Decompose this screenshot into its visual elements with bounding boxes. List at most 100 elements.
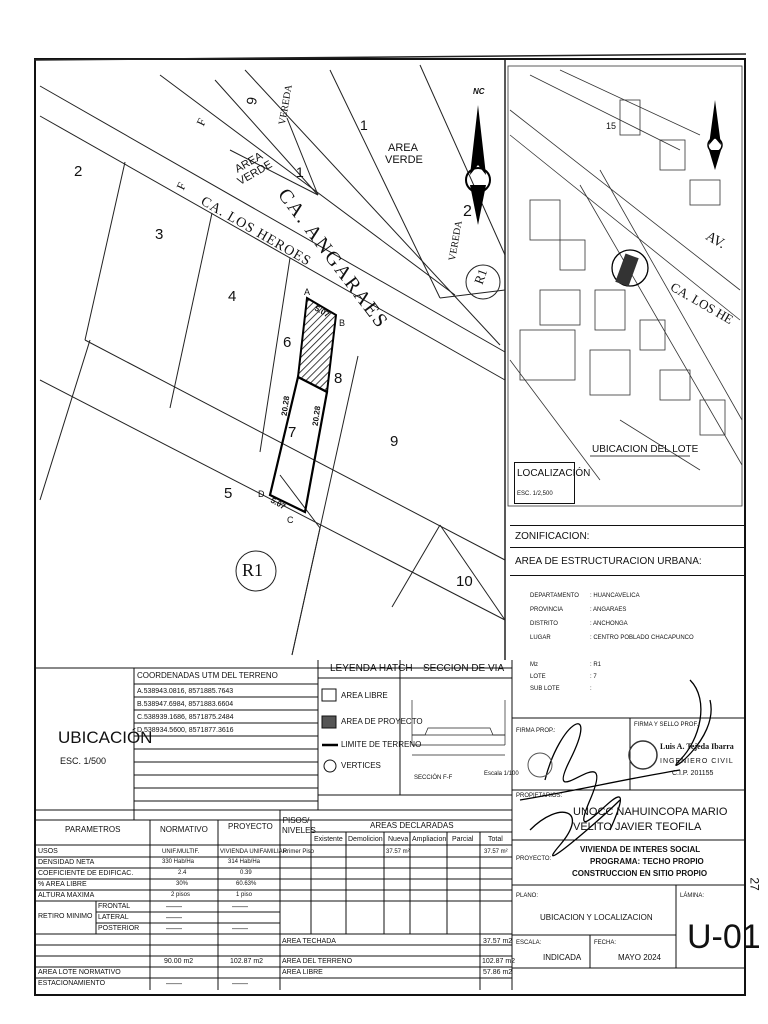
vertex-d: D	[258, 489, 265, 499]
retiro-label: RETIRO MINIMO	[38, 913, 93, 920]
param-norm: 30%	[176, 881, 189, 887]
sublote-label: SUB LOTE	[530, 686, 560, 692]
param-norm: UNIF.MULTIF.	[162, 849, 200, 855]
ubicacion-title: UBICACIÓN	[58, 728, 153, 747]
param-name: COEFICIENTE DE EDIFICAC.	[38, 870, 134, 877]
h-proyecto: PROYECTO	[228, 822, 273, 831]
param-proy: 60.63%	[236, 881, 257, 887]
param-proy: 314 Hab/Ha	[228, 859, 261, 865]
section-scale: Escala 1/100	[484, 771, 519, 777]
zoning-field-value: : HUANCAVELICA	[590, 593, 640, 599]
zoning-field-label: DISTRITO	[530, 621, 558, 627]
coords-title: COORDENADAS UTM DEL TERRENO	[137, 671, 278, 680]
area-libre-label: AREA LIBRE	[282, 969, 323, 976]
h-nueva: Nueva	[388, 836, 409, 843]
lamina-label: LÁMINA:	[680, 893, 705, 899]
legend-item: LIMITE DE TERRENO	[341, 740, 422, 749]
param-name: % AREA LIBRE	[38, 881, 87, 888]
area-terreno-value: 102.87 m2	[482, 958, 516, 965]
area-lote-label: AREA LOTE NORMATIVO	[38, 969, 121, 976]
coord-row: A.538943.0816, 8571885.7643	[137, 688, 234, 695]
vertex-c: C	[287, 515, 294, 525]
h-areas: AREAS DECLARADAS	[370, 821, 454, 830]
owner-name: UNOCC NAHUINCOPA MARIO	[573, 806, 728, 818]
rule	[510, 547, 744, 548]
area-techada-label: AREA TECHADA	[282, 938, 336, 945]
nueva-value: 37.57 m²	[386, 849, 410, 855]
dash-mark: ——	[166, 902, 182, 911]
lamina-value: U-01	[687, 918, 761, 956]
dash-mark: ——	[232, 979, 248, 988]
zone-r1-tag: R1	[242, 560, 264, 580]
retiro-posterior: POSTERIOR	[98, 925, 140, 932]
rule	[510, 575, 744, 576]
escala-value: INDICADA	[543, 953, 582, 962]
lot-number: 2	[74, 163, 83, 180]
localization-title-box: LOCALIZACIÓN ESC. 1/2,500	[514, 462, 590, 504]
project-line: PROGRAMA: TECHO PROPIO	[590, 857, 704, 866]
param-proy: 1 piso	[236, 892, 253, 898]
piso-label: Primer Piso	[283, 849, 315, 855]
lot-number: 8	[334, 370, 343, 387]
lot-number: 1	[360, 117, 368, 133]
param-name: ALTURA MAXIMA	[38, 892, 95, 899]
dash-mark: ——	[166, 913, 182, 922]
lot-number: 2	[463, 203, 472, 220]
lot-number: 7	[288, 424, 297, 441]
plano-label: PLANO:	[516, 893, 539, 899]
legend-item: AREA DE PROYECTO	[341, 717, 423, 726]
legend-item: AREA LIBRE	[341, 691, 388, 700]
dash-mark: ——	[232, 902, 248, 911]
rule	[510, 525, 744, 526]
zonificacion-label: ZONIFICACION:	[515, 531, 590, 542]
fecha-value: MAYO 2024	[618, 953, 661, 962]
param-norm: 2 pisos	[171, 892, 191, 898]
north-label: NC	[473, 87, 485, 96]
fecha-label: FECHA:	[594, 940, 617, 946]
area-lote-proy: 102.87 m2	[230, 958, 264, 965]
zoning-field-value: : CENTRO POBLADO CHACAPUNCO	[590, 635, 694, 641]
vertex-a: A	[304, 287, 311, 297]
lote-value: : 7	[590, 674, 597, 680]
estacionamiento-label: ESTACIONAMIENTO	[38, 980, 106, 987]
propietarios-label: PROPIETARIOS:	[516, 793, 563, 799]
zoning-field-label: PROVINCIA	[530, 607, 564, 613]
param-norm: 330 Hab/Ha	[162, 859, 195, 865]
h-parametros: PARAMETROS	[65, 825, 121, 834]
vertex-b: B	[339, 318, 346, 328]
area-libre-value: 57.86 m2	[483, 969, 513, 976]
param-proy: 0.39	[240, 870, 252, 876]
zoning-field-value: : ANCHONGA	[590, 621, 628, 627]
zoning-field-label: LUGAR	[530, 635, 551, 641]
firma-sello-label: FIRMA Y SELLO PROF.:	[634, 722, 700, 728]
engineer-name: Luis A. Tejeda Ibarra	[660, 742, 734, 751]
coord-row: B.538947.6984, 8571883.6604	[137, 701, 234, 708]
section-caption: SECCIÓN F-F	[414, 775, 453, 781]
param-name: USOS	[38, 848, 58, 855]
dash-mark: ——	[166, 979, 182, 988]
legend-item: VERTICES	[341, 761, 381, 770]
param-norm: 2.4	[178, 870, 187, 876]
escala-label: ESCALA:	[516, 940, 542, 946]
h-pisos: PISOS/ NIVELES	[282, 816, 316, 835]
loc-lot-number: 15	[606, 121, 617, 131]
dash-mark: ——	[232, 924, 248, 933]
dash-mark: ——	[166, 924, 182, 933]
total-value: 37.57 m²	[484, 849, 508, 855]
lot-number: 5	[224, 485, 233, 502]
project-line: CONSTRUCCION EN SITIO PROPIO	[572, 869, 708, 878]
plano-value: UBICACION Y LOCALIZACION	[540, 913, 653, 922]
proyecto-label: PROYECTO:	[516, 856, 552, 862]
localization-scale: ESC. 1/2,500	[517, 491, 553, 497]
lote-label: LOTE	[530, 674, 546, 680]
h-demolicion: Demolicion	[348, 836, 383, 843]
coord-row: D.538934.5600, 8571877.3616	[137, 727, 234, 734]
lot-number: 3	[155, 226, 164, 243]
firma-prop-label: FIRMA PROP.:	[516, 728, 556, 734]
param-name: DENSIDAD NETA	[38, 859, 95, 866]
h-parcial: Parcial	[452, 836, 474, 843]
legend-title: LEYENDA HATCH	[330, 663, 413, 674]
mz-value: : R1	[590, 662, 602, 668]
